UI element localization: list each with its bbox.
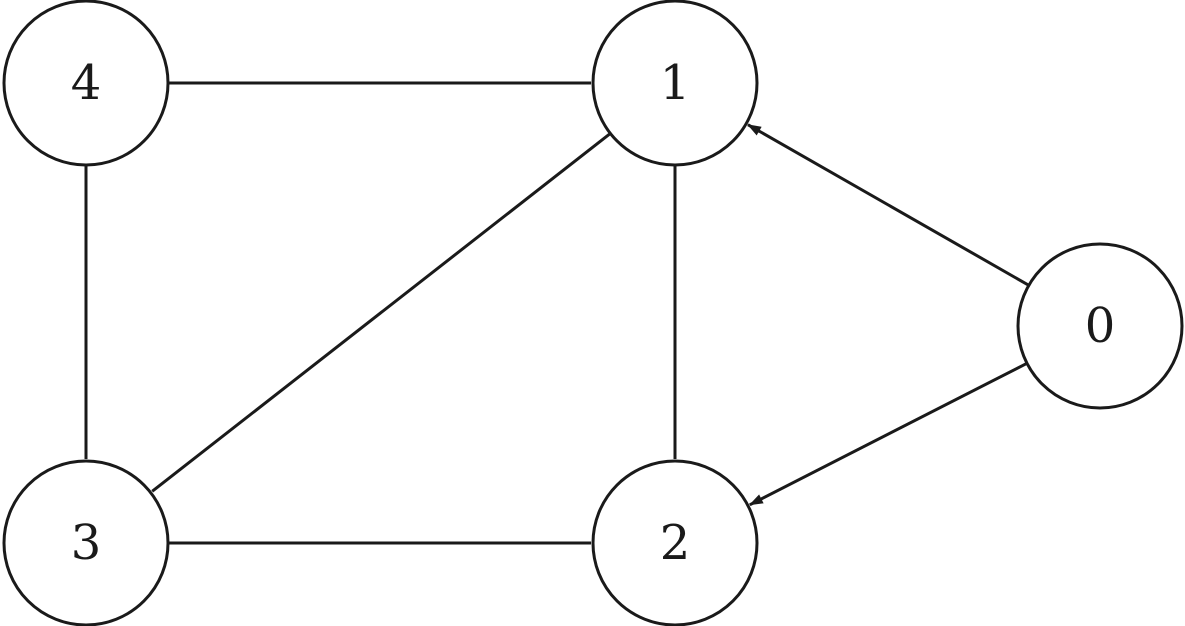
node-circle-4: [2, 0, 170, 167]
edge-1-3: [151, 132, 612, 493]
node-label-3: 3: [71, 515, 102, 571]
node-3: 3: [2, 459, 170, 626]
node-label-1: 1: [660, 55, 691, 111]
node-label-2: 2: [660, 515, 691, 571]
edge-0-2-arrow: [748, 361, 1028, 507]
node-2: 2: [591, 459, 759, 626]
node-1: 1: [591, 0, 759, 167]
node-circle-1: [591, 0, 759, 167]
node-circle-0: [1016, 242, 1184, 410]
node-circle-3: [2, 459, 170, 626]
node-4: 4: [2, 0, 170, 167]
edge-0-1-arrow: [747, 123, 1030, 287]
node-label-4: 4: [71, 55, 102, 111]
edges-layer: [84, 81, 1030, 545]
node-label-0: 0: [1085, 298, 1116, 354]
node-0: 0: [1016, 242, 1184, 410]
node-circle-2: [591, 459, 759, 626]
